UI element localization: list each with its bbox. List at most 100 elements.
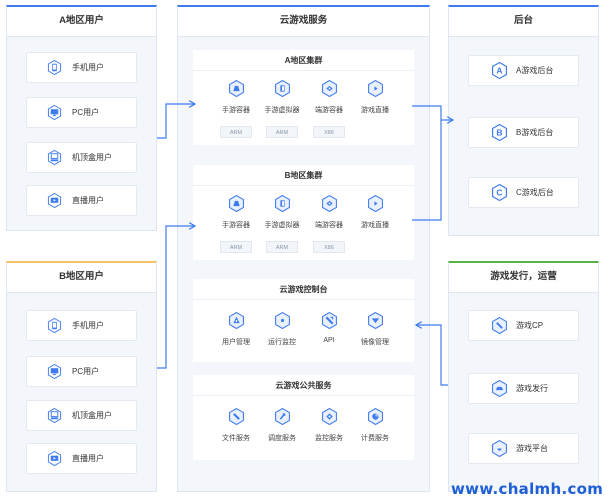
emulator-icon [274,194,290,213]
service-emulator[interactable]: 手游虚拟器 [258,194,306,230]
backend-card-c[interactable]: C C游戏后台 [468,177,579,208]
set-top-box-icon [47,407,62,424]
arch-tag: ARM [266,126,298,138]
user-card-pc[interactable]: PC用户 [26,356,137,387]
console-section: 云游戏控制台 用户管理 运行监控 API 镜像管理 [193,279,414,362]
user-label: 手机用户 [72,63,104,72]
image-management-icon [367,311,383,330]
publish-label: 游戏发行 [516,384,548,393]
arrow-cloud-b-to-backend [412,120,442,221]
user-label: PC用户 [72,367,100,376]
live-stream-icon [47,450,62,467]
user-card-live[interactable]: 直播用户 [26,443,137,474]
publish-label: 游戏平台 [516,444,548,453]
cluster-a: A地区集群 手游容器 手游虚拟器 端游容器 游戏直播 ARM ARM X86 [193,50,414,145]
monitor-icon [47,363,62,380]
service-label: 手游容器 [222,222,250,229]
hex-letter: C [496,187,502,197]
runtime-monitor-icon [274,311,290,330]
arrow-cloud-a-to-backend [412,105,453,120]
service-label: 手游虚拟器 [264,222,300,229]
live-stream-icon [47,192,62,209]
user-card-pc[interactable]: PC用户 [26,97,137,128]
arrow-region-a-to-cloud [157,104,195,139]
console-title: 云游戏控制台 [193,279,414,300]
publish-label: 游戏CP [516,321,544,330]
arrow-publish-to-console [416,325,448,386]
backend-label: A游戏后台 [516,66,554,75]
hexagon-letter-a-icon: A [492,61,507,80]
service-label: 游戏直播 [361,222,389,229]
platform-icon [492,439,507,458]
arch-tag: X86 [313,241,345,253]
monitor-icon [47,104,62,121]
service-monitoring[interactable]: 监控服务 [305,407,353,443]
user-card-live[interactable]: 直播用户 [26,185,137,216]
arch-tag: ARM [220,241,252,253]
public-services-title: 云游戏公共服务 [193,375,414,396]
arrow-region-b-to-cloud [157,226,195,369]
cluster-a-title: A地区集群 [193,50,414,71]
backend-card-b[interactable]: B B游戏后台 [468,117,579,148]
service-mobile-container[interactable]: 手游容器 [212,194,260,230]
backend-panel: 后台 A A游戏后台 B B游戏后台 C C游戏后台 [448,5,599,236]
service-pc-container[interactable]: 端游容器 [305,79,353,115]
backend-card-a[interactable]: A A游戏后台 [468,55,579,86]
user-label: 机顶盒用户 [72,153,112,162]
service-label: 手游虚拟器 [264,107,300,114]
pc-container-icon [321,194,337,213]
user-label: 机顶盒用户 [72,411,112,420]
service-pc-container[interactable]: 端游容器 [305,194,353,230]
publish-panel: 游戏发行，运营 游戏CP 游戏发行 游戏平台 [448,261,599,492]
service-label: 运行监控 [268,339,296,346]
service-file[interactable]: 文件服务 [212,407,260,443]
user-label: 直播用户 [72,196,104,205]
publish-title: 游戏发行，运营 [449,263,598,293]
service-mobile-container[interactable]: 手游容器 [212,79,260,115]
container-icon [228,194,244,213]
publish-card-platform[interactable]: 游戏平台 [468,433,579,464]
service-schedule[interactable]: 调度服务 [258,407,306,443]
monitoring-icon [321,407,337,426]
public-services-section: 云游戏公共服务 文件服务 调度服务 监控服务 计费服务 [193,375,414,460]
play-icon [367,194,383,213]
emulator-icon [274,79,290,98]
arch-tag: ARM [220,126,252,138]
hexagon-letter-c-icon: C [492,183,507,202]
arch-tag: ARM [266,241,298,253]
container-icon [228,79,244,98]
mobile-icon [47,59,62,76]
hexagon-letter-b-icon: B [492,123,507,142]
service-emulator[interactable]: 手游虚拟器 [258,79,306,115]
user-card-settop[interactable]: 机顶盒用户 [26,142,137,173]
backend-label: C游戏后台 [516,188,554,197]
cluster-b: B地区集群 手游容器 手游虚拟器 端游容器 游戏直播 ARM ARM X86 [193,165,414,260]
publish-card-release[interactable]: 游戏发行 [468,373,579,404]
region-a-panel: A地区用户 手机用户 PC用户 机顶盒用户 直播用户 [6,5,157,231]
service-monitor[interactable]: 运行监控 [258,311,306,347]
user-card-settop[interactable]: 机顶盒用户 [26,400,137,431]
service-label: 用户管理 [222,339,250,346]
user-card-mobile[interactable]: 手机用户 [26,52,137,83]
service-label: 监控服务 [315,435,343,442]
file-service-icon [228,407,244,426]
user-label: 直播用户 [72,454,104,463]
user-label: 手机用户 [72,321,104,330]
service-label: 端游容器 [315,107,343,114]
service-game-live[interactable]: 游戏直播 [351,79,399,115]
service-billing[interactable]: 计费服务 [351,407,399,443]
publish-card-cp[interactable]: 游戏CP [468,310,579,341]
service-game-live[interactable]: 游戏直播 [351,194,399,230]
service-user-mgmt[interactable]: 用户管理 [212,311,260,347]
mobile-icon [47,317,62,334]
service-label: 计费服务 [361,435,389,442]
region-b-title: B地区用户 [7,263,156,293]
set-top-box-icon [47,149,62,166]
hex-letter: B [496,127,502,137]
service-api[interactable]: API [305,311,353,344]
play-icon [367,79,383,98]
tool-icon [492,316,507,335]
user-card-mobile[interactable]: 手机用户 [26,310,137,341]
service-image-mgmt[interactable]: 镜像管理 [351,311,399,347]
service-label: 调度服务 [268,435,296,442]
